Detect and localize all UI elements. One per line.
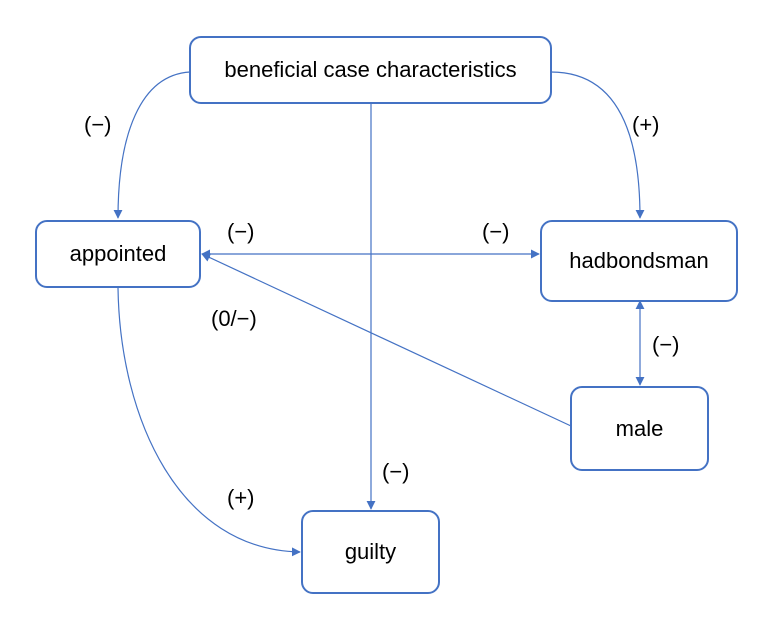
edge-label-hadbondsman-side: (−) <box>482 219 510 244</box>
edge-label-beneficial-to-appointed: (−) <box>84 112 112 137</box>
edge-label-beneficial-to-guilty: (−) <box>382 459 410 484</box>
edge-appointed-to-guilty <box>117 287 301 557</box>
node-guilty: guilty <box>301 510 440 594</box>
edge-male-to-appointed <box>201 253 572 427</box>
edge-beneficial-to-appointed <box>113 71 191 219</box>
edge-label-beneficial-to-hadbondsman: (+) <box>632 112 660 137</box>
edge-label-appointed-side: (−) <box>227 219 255 244</box>
edge-label-male-hadbondsman: (−) <box>652 332 680 357</box>
node-hadbondsman: hadbondsman <box>540 220 738 302</box>
edge-label-appointed-to-guilty: (+) <box>227 485 255 510</box>
edge-label-male-to-appointed: (0/−) <box>211 306 257 331</box>
node-male: male <box>570 386 709 471</box>
edge-beneficial-to-hadbondsman <box>550 71 645 219</box>
node-appointed: appointed <box>35 220 201 288</box>
node-beneficial-case-characteristics: beneficial case characteristics <box>189 36 552 104</box>
